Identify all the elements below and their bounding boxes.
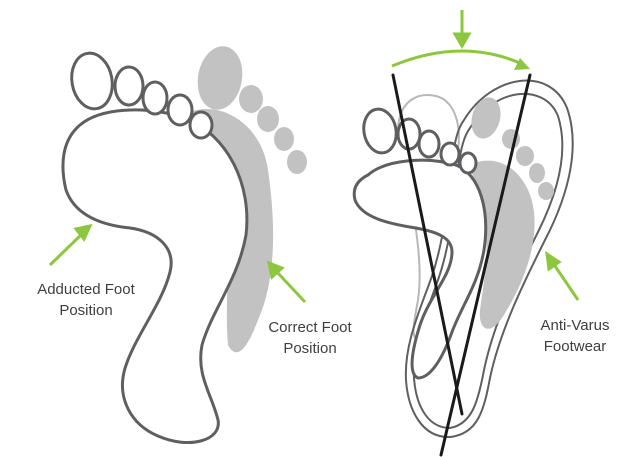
pressure-arrow xyxy=(455,10,469,46)
correct-foot-label: Correct Foot Position xyxy=(240,317,380,359)
adducted-arrow xyxy=(50,226,90,265)
left-foot-comparison xyxy=(50,43,307,443)
anti-varus-footwear-label: Anti-Varus Footwear xyxy=(520,315,630,357)
anti-varus-label-line2: Footwear xyxy=(520,336,630,357)
right-foot-with-footwear xyxy=(354,10,578,455)
rotation-arrow xyxy=(392,51,530,70)
adducted-label-line1: Adducted Foot xyxy=(6,279,166,300)
footwear-arrow xyxy=(547,254,578,300)
adducted-label-line2: Position xyxy=(6,300,166,321)
adducted-foot-label: Adducted Foot Position xyxy=(6,279,166,321)
correct-label-line2: Position xyxy=(240,338,380,359)
anti-varus-label-line1: Anti-Varus xyxy=(520,315,630,336)
correct-label-line1: Correct Foot xyxy=(240,317,380,338)
correct-arrow xyxy=(269,263,305,302)
